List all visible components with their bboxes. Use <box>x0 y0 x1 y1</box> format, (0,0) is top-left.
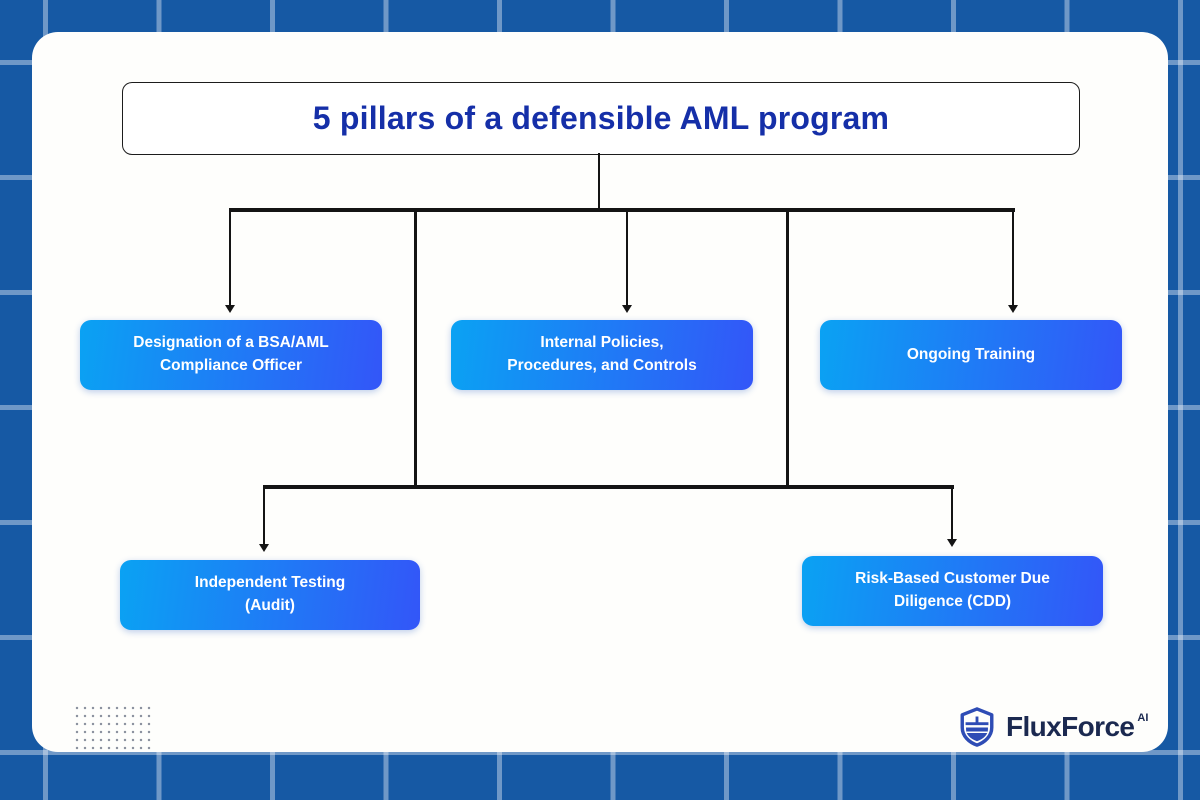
pillar-risk-based-cdd: Risk-Based Customer Due Diligence (CDD) <box>802 556 1103 626</box>
brand-logo: FluxForce AI <box>957 706 1149 748</box>
pillar-label-line: Compliance Officer <box>159 357 303 374</box>
connector-row2-hline <box>263 485 954 489</box>
pillar-label-line: Procedures, and Controls <box>507 357 697 374</box>
connector-pass-right <box>786 210 789 487</box>
pillar-label-line: Independent Testing <box>194 574 346 592</box>
pillar-ongoing-training: Ongoing Training <box>820 320 1122 390</box>
connector-pass-left <box>414 210 417 487</box>
pillar-label-line: Designation of a BSA/AML <box>133 334 329 352</box>
pillar-label-line: Ongoing Training <box>906 345 1036 363</box>
connector-drop-pillar5 <box>951 487 953 539</box>
diagram-title: 5 pillars of a defensible AML program <box>312 100 890 136</box>
pillar-label-line: Risk-Based Customer Due <box>855 570 1050 588</box>
connector-title-stem <box>598 153 600 210</box>
arrow-down-icon <box>1007 305 1018 313</box>
connector-drop-pillar1 <box>229 210 231 305</box>
pillar-label-line: Internal Policies, <box>540 334 664 352</box>
connector-row1-hline <box>229 208 1015 212</box>
shield-icon <box>957 706 997 748</box>
arrow-down-icon <box>258 544 269 552</box>
brand-suffix: AI <box>1137 712 1149 724</box>
pillar-compliance-officer: Designation of a BSA/AML Compliance Offi… <box>80 320 382 390</box>
connector-drop-pillar2 <box>626 210 628 305</box>
brand-name: FluxForce <box>1006 711 1135 742</box>
arrow-down-icon <box>621 305 632 313</box>
connector-drop-pillar4 <box>263 487 265 544</box>
pillar-label-line: (Audit) <box>245 597 295 614</box>
connector-drop-pillar3 <box>1012 210 1014 305</box>
dot-pattern <box>73 704 155 750</box>
pillar-independent-testing: Independent Testing (Audit) <box>120 560 420 630</box>
pillar-internal-policies: Internal Policies, Procedures, and Contr… <box>451 320 753 390</box>
pillar-label-line: Diligence (CDD) <box>893 593 1012 610</box>
arrow-down-icon <box>224 305 235 313</box>
diagram-title-box: 5 pillars of a defensible AML program <box>122 82 1080 155</box>
arrow-down-icon <box>946 539 957 547</box>
